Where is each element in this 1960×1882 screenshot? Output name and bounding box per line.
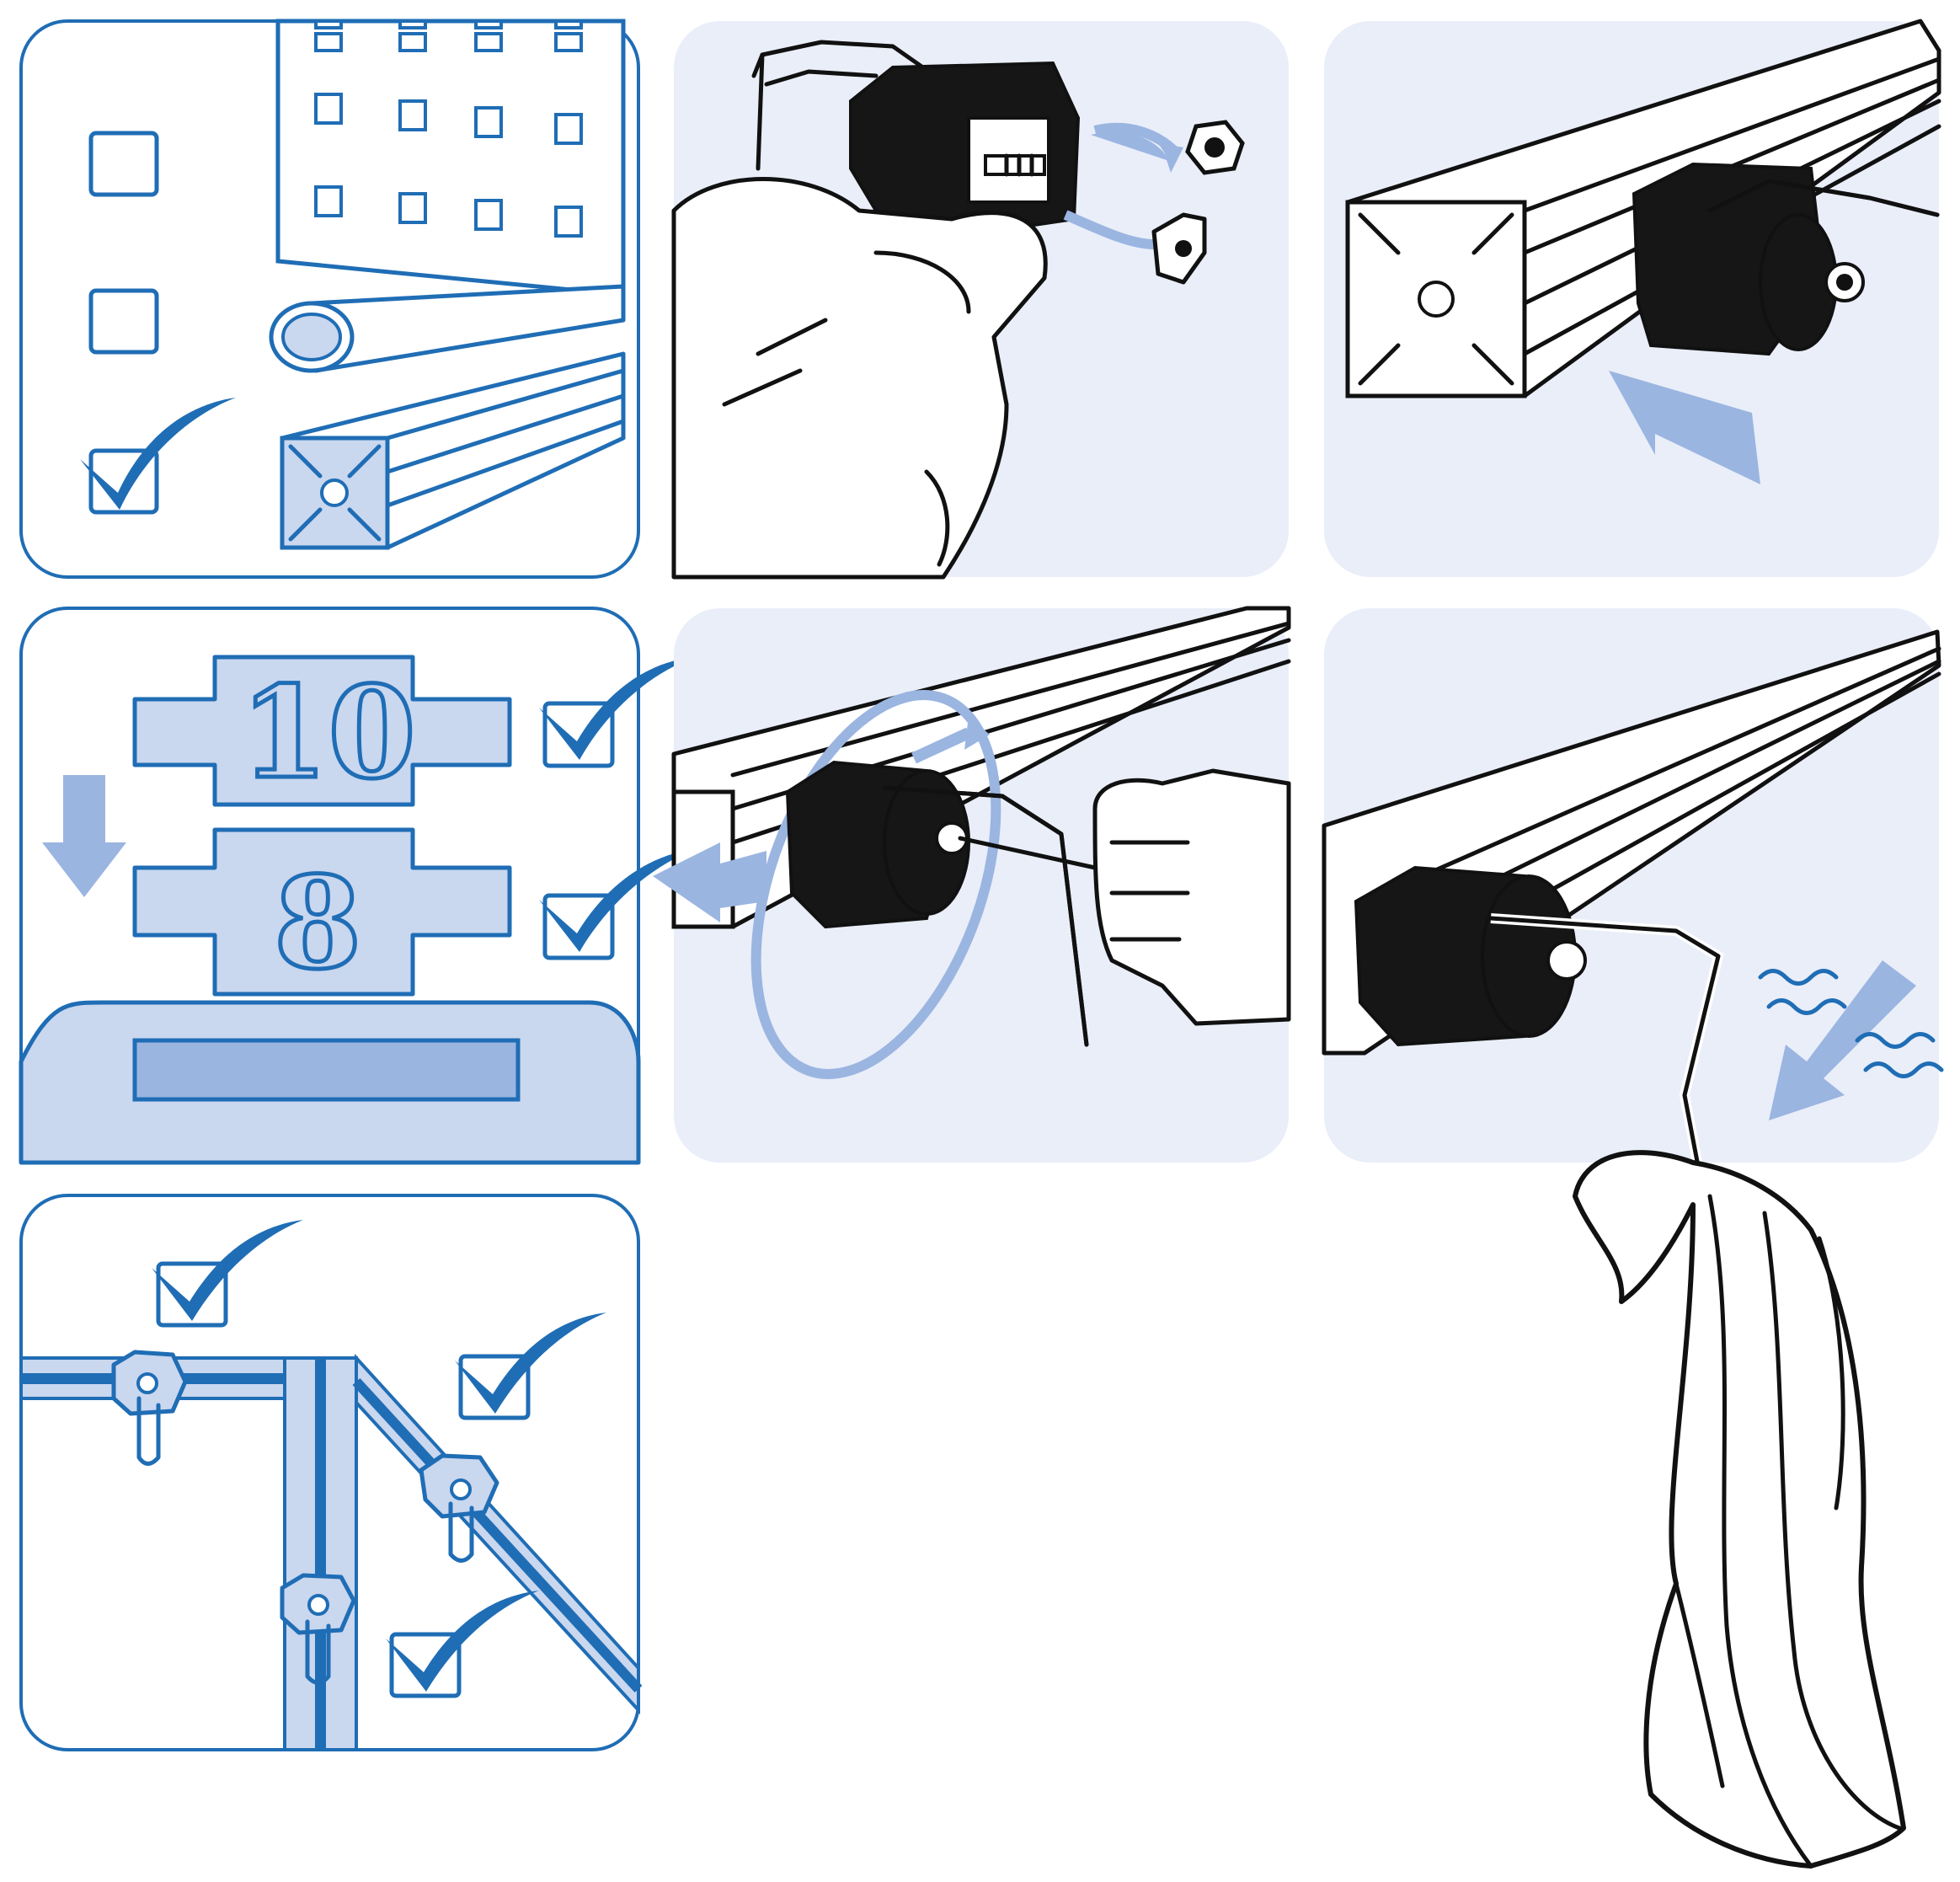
checkmark-icon <box>455 1313 606 1414</box>
t-nut-icon <box>1151 212 1207 285</box>
panel-mounting-orientations <box>19 1194 643 1751</box>
aluminium-profile-icon <box>280 351 626 550</box>
tube-icon <box>269 284 626 373</box>
arrow-icon <box>1091 131 1183 173</box>
slot-size-large: 10 <box>240 659 416 807</box>
panel-tighten <box>653 606 1291 1163</box>
checkmark-icon <box>539 849 695 952</box>
arrow-icon <box>42 775 126 897</box>
panel-slot-size: 10 8 <box>19 607 695 1165</box>
checkbox-icon <box>389 1632 462 1698</box>
towel-icon <box>1573 1150 1906 1869</box>
checkbox-icon <box>88 448 159 515</box>
hand-icon <box>1092 768 1291 1026</box>
panel-remove-nut <box>671 21 1289 580</box>
arrow-icon <box>1609 371 1760 484</box>
hook-icon <box>280 1573 356 1685</box>
checkbox-icon <box>542 893 615 960</box>
hook-icon <box>419 1453 499 1563</box>
checkbox-icon <box>88 131 159 197</box>
panel-compatibility <box>19 19 640 579</box>
hook-icon <box>1488 913 1724 1186</box>
checkbox-icon <box>88 288 159 355</box>
hand-icon <box>671 177 1048 580</box>
checkmark-icon <box>152 1220 303 1321</box>
checkbox-icon <box>156 1261 228 1328</box>
checkmark-icon <box>386 1591 539 1692</box>
checkbox-icon <box>542 701 615 768</box>
hex-nut-icon <box>1185 120 1245 175</box>
arrow-icon <box>1769 960 1916 1120</box>
panel-slide-into-profile <box>1324 19 1941 577</box>
hook-icon <box>111 1350 188 1466</box>
slot-size-small: 8 <box>274 849 361 997</box>
panel-hang-towel <box>1322 608 1944 1186</box>
checkmark-icon <box>539 657 695 760</box>
pegboard-icon <box>275 19 626 297</box>
arrow-icon <box>653 842 766 922</box>
checkbox-icon <box>458 1354 531 1420</box>
